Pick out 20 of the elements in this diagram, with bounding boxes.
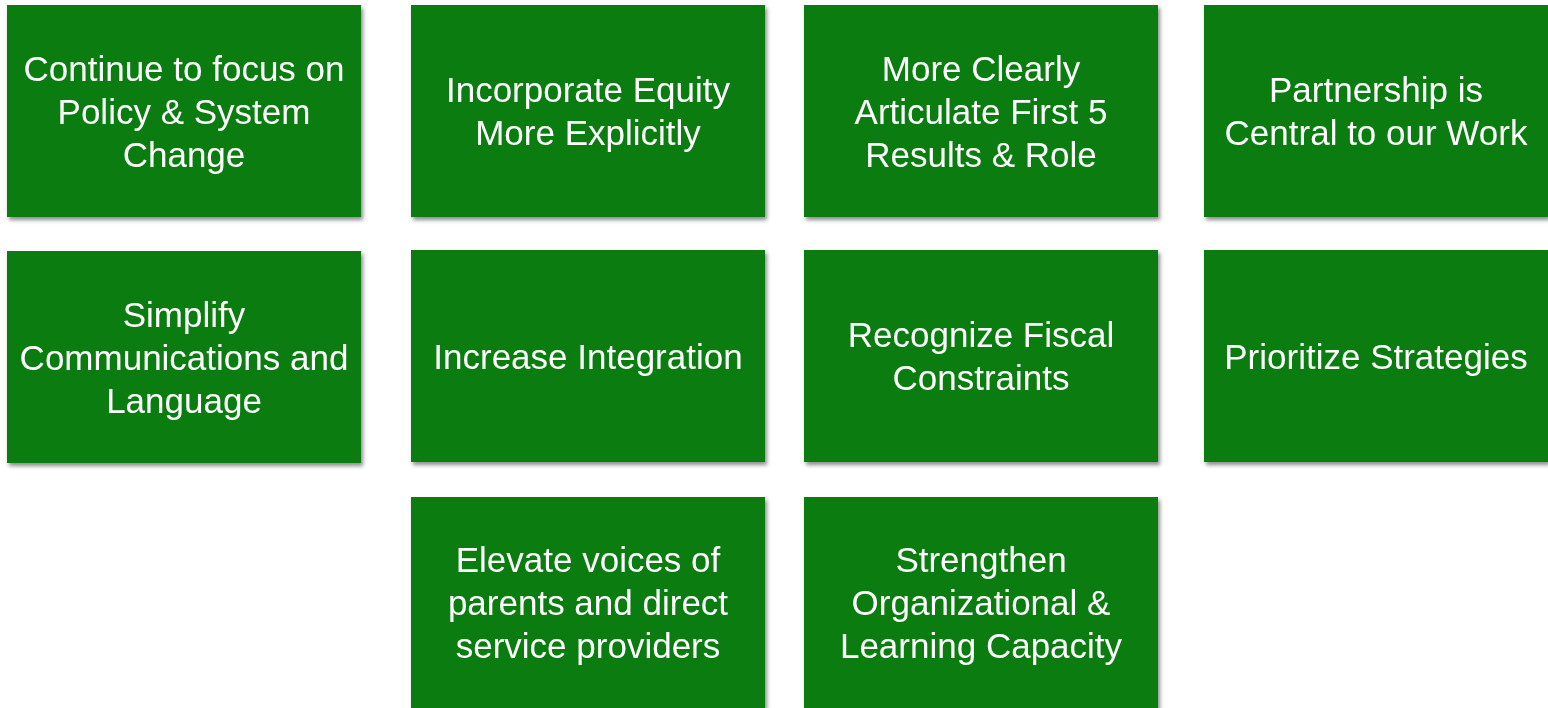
card-text: Strengthen Organizational & Learning Capacity: [838, 539, 1124, 667]
card-background: [804, 250, 1158, 462]
card-background: [411, 497, 765, 708]
card-text: Incorporate Equity More Explicitly: [444, 69, 732, 154]
card-text: Prioritize Strategies: [1224, 335, 1528, 378]
card-text: Partnership is Central to our Work: [1223, 69, 1529, 154]
card-text: Simplify Communications and Language: [18, 293, 350, 422]
card-text: Continue to focus on Policy & System Change: [22, 47, 346, 176]
card-text: Recognize Fiscal Constraints: [846, 314, 1116, 399]
card-text: More Clearly Articulate First 5 Results & Role: [853, 47, 1109, 176]
card-background: [1204, 250, 1548, 462]
card-background: [411, 5, 765, 217]
card-text: Elevate voices of parents and direct service providers: [446, 539, 730, 667]
card-background: [1204, 5, 1548, 217]
card-background: [804, 5, 1158, 217]
card-background: [411, 250, 765, 462]
card-background: [804, 497, 1158, 708]
card-text: Increase Integration: [433, 335, 743, 378]
card-background: [7, 5, 361, 217]
card-background: [7, 251, 361, 463]
